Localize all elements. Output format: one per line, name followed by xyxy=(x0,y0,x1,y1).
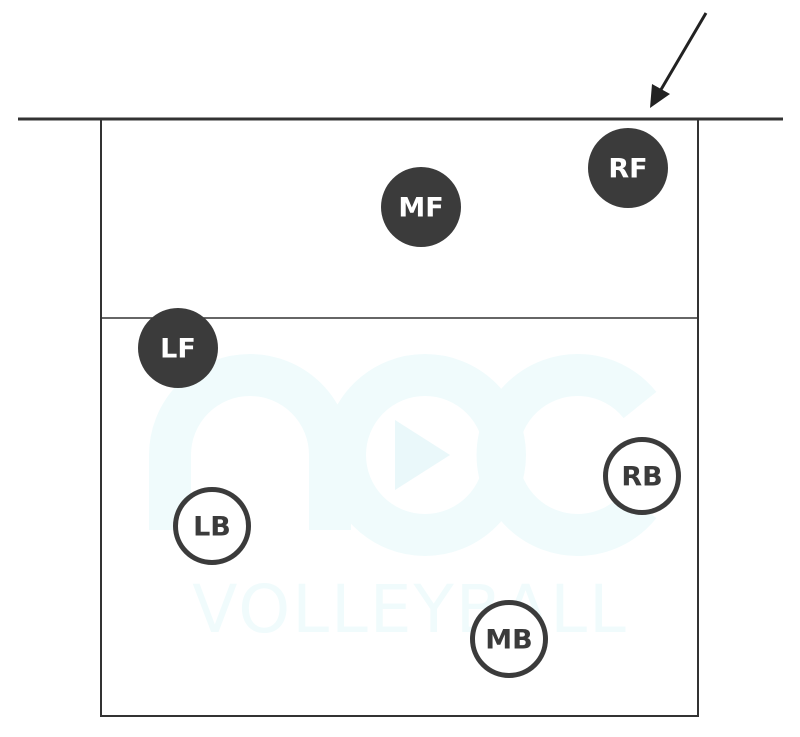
player-lf-marker xyxy=(138,308,218,388)
player-rb-label: RB xyxy=(621,462,662,493)
watermark-play-icon xyxy=(395,420,450,490)
player-mb-label: MB xyxy=(485,625,532,656)
player-lb-label: LB xyxy=(193,512,231,543)
player-lf-label: LF xyxy=(160,334,196,365)
watermark-logo: VOLLEYBALL xyxy=(149,354,657,648)
player-lb-marker xyxy=(173,487,251,565)
player-mb-marker xyxy=(470,600,548,678)
watermark-letter-c xyxy=(476,354,657,556)
player-rf: RF xyxy=(588,128,668,208)
arrow-head xyxy=(650,84,670,108)
arrow-icon xyxy=(650,12,708,108)
arrow-shaft xyxy=(657,12,708,94)
player-mb: MB xyxy=(470,600,548,678)
watermark-letter-a xyxy=(149,354,351,530)
player-mf-label: MF xyxy=(398,193,443,224)
player-mf-marker xyxy=(381,167,461,247)
player-mf: MF xyxy=(381,167,461,247)
watermark-subtitle: VOLLEYBALL xyxy=(192,571,627,648)
player-lf: LF xyxy=(138,308,218,388)
player-lb: LB xyxy=(173,487,251,565)
court-boundary xyxy=(100,118,699,717)
player-rf-label: RF xyxy=(608,154,647,185)
player-rb: RB xyxy=(603,437,681,515)
player-rf-marker xyxy=(588,128,668,208)
player-rb-marker xyxy=(603,437,681,515)
